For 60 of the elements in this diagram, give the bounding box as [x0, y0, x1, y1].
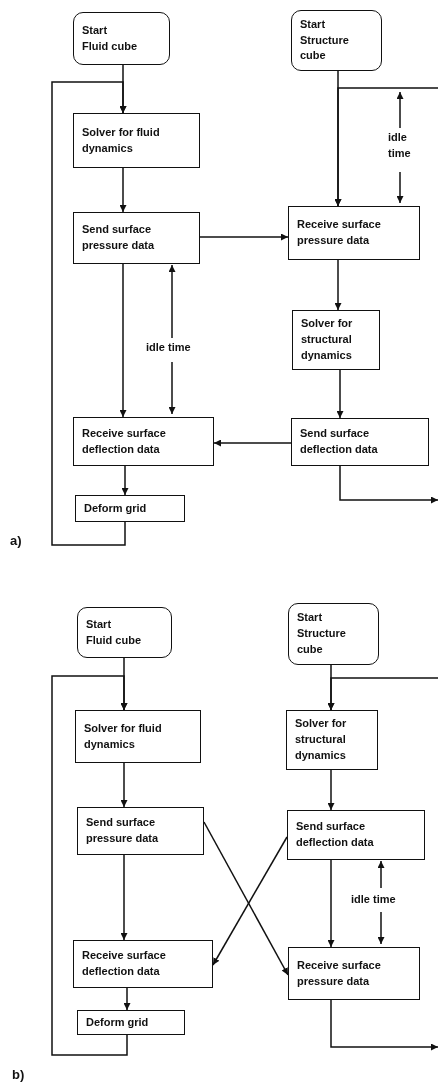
arrow: [199, 233, 289, 241]
process-box: [73, 212, 200, 264]
arrow: [327, 859, 335, 948]
node-label: Start: [86, 616, 113, 632]
node-label: Send surface deflection data: [300, 426, 379, 457]
process-box: [73, 417, 214, 466]
arrow: [327, 769, 335, 811]
node-label: Receive surface pressure data: [297, 957, 382, 989]
arrow: [327, 677, 439, 711]
node-label: Solver for fluid dynamics: [84, 720, 163, 752]
node-label: Start: [82, 22, 109, 38]
node-label: Structure cube: [297, 626, 347, 657]
arrow: [339, 465, 439, 504]
process-box: [286, 710, 378, 770]
process-box: [287, 810, 425, 860]
start-terminal: [291, 10, 382, 71]
start-terminal: [73, 12, 170, 65]
arrow: [336, 369, 344, 419]
process-box: [292, 310, 380, 370]
node-label: Receive surface deflection data: [82, 425, 167, 457]
node-label: Receive surface pressure data: [297, 217, 382, 248]
node-label: Send surface pressure data: [86, 815, 160, 846]
node-label: Solver for structural dynamics: [301, 316, 354, 363]
arrow: [330, 999, 439, 1051]
arrow: [213, 439, 292, 447]
arrow: [212, 836, 288, 966]
arrow: [120, 762, 128, 808]
node-label: Deform grid: [86, 1014, 150, 1030]
process-box: [288, 206, 420, 260]
node-label: Start: [297, 610, 324, 626]
process-box: [73, 113, 200, 168]
arrow: [51, 675, 128, 1056]
arrow: [51, 81, 127, 546]
process-box: [73, 940, 213, 988]
start-terminal: [77, 607, 172, 658]
process-box: [291, 418, 429, 466]
node-label: Solver for fluid dynamics: [82, 124, 161, 156]
process-box: [75, 710, 201, 763]
arrow: [120, 854, 128, 941]
node-label: Receive surface deflection data: [82, 948, 167, 979]
node-label: Start: [300, 16, 327, 32]
arrow: [119, 167, 127, 213]
arrow: [121, 465, 129, 496]
arrow: [119, 263, 127, 418]
arrow: [334, 259, 342, 311]
arrow: [123, 987, 131, 1011]
node-label: Fluid cube: [82, 38, 138, 54]
process-box: [77, 807, 204, 855]
process-box: [77, 1010, 185, 1035]
node-label: Deform grid: [84, 500, 148, 516]
node-label: Send surface deflection data: [296, 819, 375, 850]
process-box: [288, 947, 420, 1000]
node-label: Solver for structural dynamics: [295, 716, 348, 763]
arrow: [334, 87, 439, 207]
arrow: [203, 821, 289, 976]
node-label: Structure cube: [300, 32, 350, 64]
node-label: Send surface pressure data: [82, 222, 156, 253]
start-terminal: [288, 603, 379, 665]
process-box: [75, 495, 185, 522]
node-label: Fluid cube: [86, 632, 142, 648]
